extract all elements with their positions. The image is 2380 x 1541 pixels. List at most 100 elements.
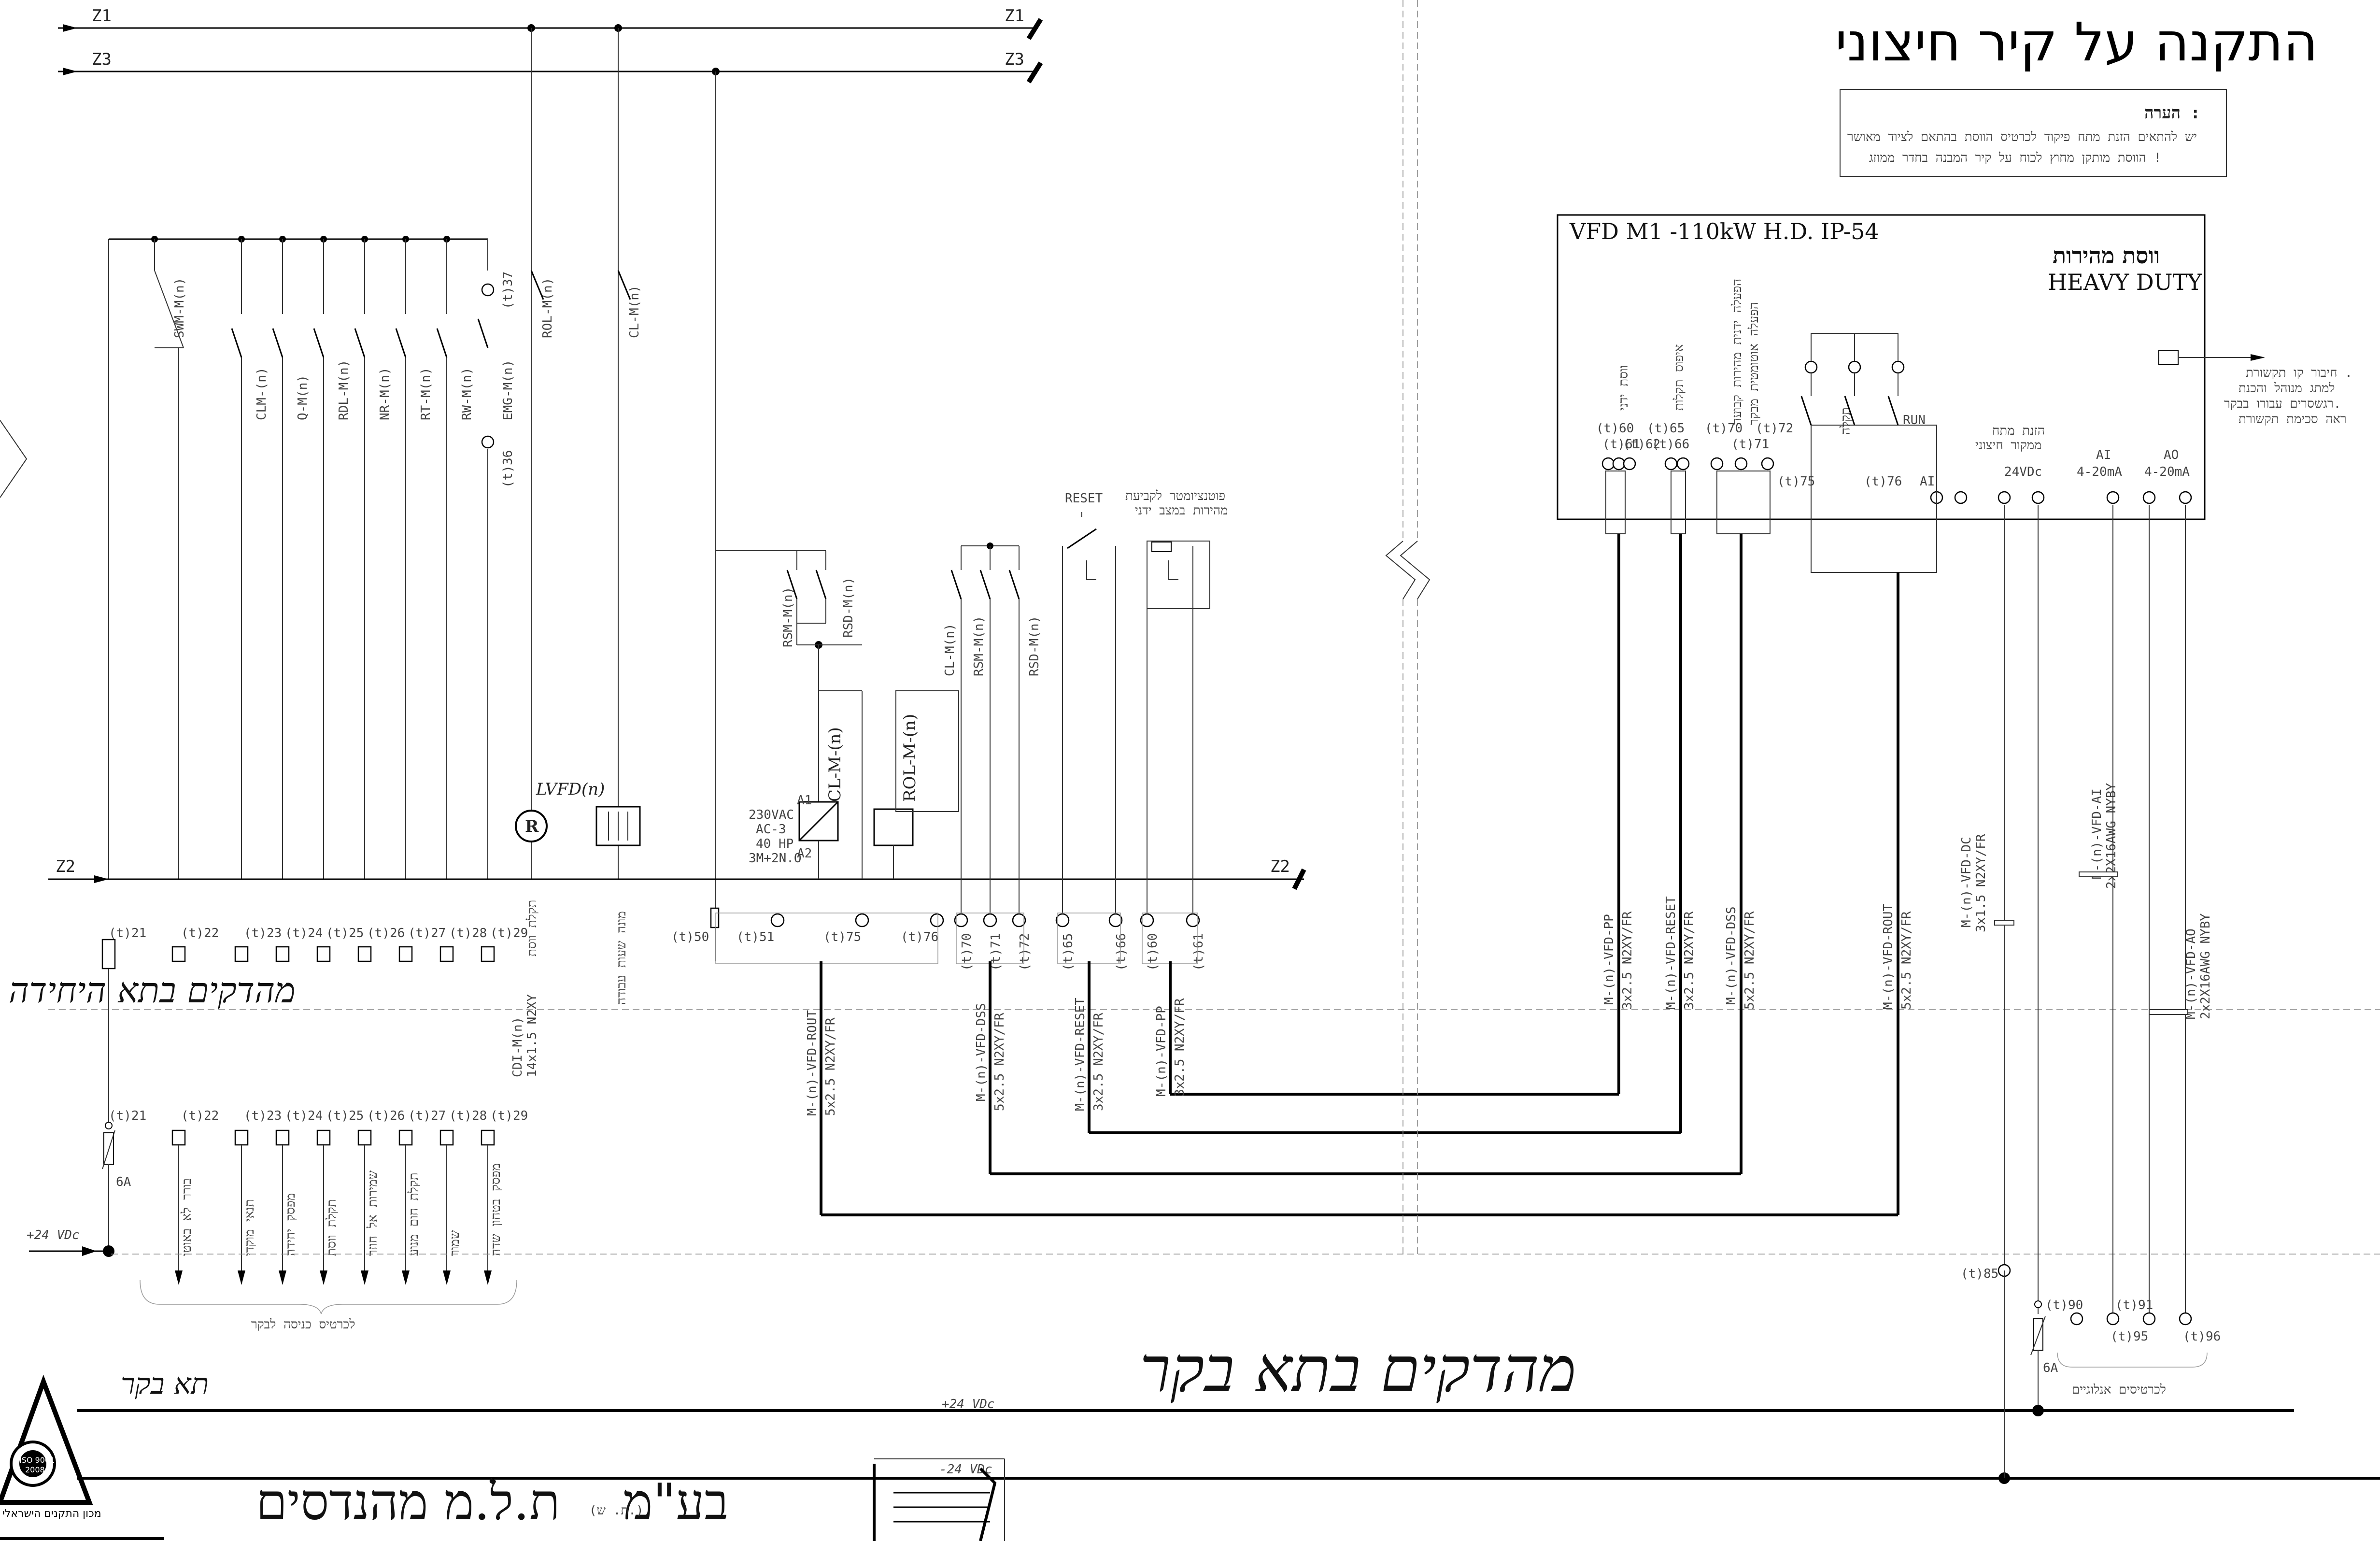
rcable-rout-spec: 5x2.5 N2XY/FR (1899, 911, 1914, 1010)
coil-a2: A2 (797, 846, 812, 861)
unit-term-70: (t)70 (960, 933, 974, 971)
rcable-ao-spec: 2x2X16AWG NYBY (2198, 913, 2213, 1019)
vfd-term-70: (t)70 (1705, 421, 1742, 436)
coil-clm-label: CL-M-(n) (825, 727, 845, 802)
bus-z3-label-left: Z3 (92, 50, 112, 69)
vfd-term-60: (t)60 (1596, 421, 1634, 436)
vfd-term-75: (t)75 (1777, 474, 1815, 489)
contact-rsd-label: RSD-M(n) (841, 577, 856, 638)
coil-rolm-label: ROL-M-(n) (900, 714, 920, 802)
vfd-term-61: (t)61 (1602, 437, 1640, 452)
unit-term-65: (t)65 (1061, 933, 1076, 971)
company-small: (ת. ש.) (589, 1503, 644, 1518)
contact-nr-label: NR-M(n) (378, 367, 392, 420)
rcable-ai-spec: 2x2X16AWG NYBY (2104, 783, 2119, 889)
vfd-term-66: (t)66 (1652, 437, 1689, 452)
input-label-6: תקלת חום מנוע (407, 1172, 421, 1256)
pot-label-1: פוטנציומטר לקביעת (1125, 489, 1225, 503)
vfd-term-65: (t)65 (1647, 421, 1685, 436)
reset-pushbutton: RESET (1062, 491, 1116, 913)
bus-z1-label-right: Z1 (1005, 6, 1024, 26)
cable-labels-right: M-(n)-VFD-PP 3x2.5 N2XY/FR M-(n)-VFD-RES… (1602, 783, 2213, 1019)
vfd-ao-range: 4-20mA (2144, 465, 2190, 479)
vfd-small-ai: AI (1920, 474, 1935, 489)
input-label-7: שמור (448, 1230, 462, 1256)
bus-z3: Z3 Z3 (58, 50, 1043, 84)
plus24-label: +24 VDc (27, 1228, 80, 1242)
coil-lvfd-caption: תקלת ווסת (525, 900, 539, 956)
unit-term-50: (t)50 (671, 930, 709, 944)
cable-rout-code: M-(n)-VFD-ROUT (805, 1010, 820, 1116)
cabinet-label: תא בקר (121, 1367, 209, 1401)
unit-section-label: מהדקים בתא היחידה (9, 970, 296, 1011)
cable-cdi-code: CDI-M(n) (510, 1017, 525, 1077)
coil-spec: 230VAC AC-3 40 HP 3M+2N.O (749, 808, 802, 866)
ctrl-term-22: (t)22 (181, 1109, 219, 1123)
vfd-ao-label: AO (2164, 448, 2179, 462)
unit-term-76: (t)76 (901, 930, 938, 944)
coil-rol-m: ROL-M-(n) (873, 690, 959, 846)
controller-input-arrows (175, 1145, 492, 1285)
cable-pp-spec: 3x2.5 N2XY/FR (1173, 998, 1187, 1097)
ctrl-term-21: (t)21 (109, 1109, 146, 1123)
bus-z3-label-right: Z3 (1005, 50, 1024, 69)
input-label-3: מפסק יחידה (283, 1193, 298, 1256)
contact-emg-label: EMG-M(n) (501, 360, 515, 420)
page-title: התקנה על קיר חיצוני (1835, 11, 2318, 73)
rcable-dc-spec: 3x1.5 N2XY/FR (1974, 834, 1988, 932)
analog-term-90: (t)90 (2045, 1298, 2083, 1313)
note-line-1: יש להתאים הזנת מתח פיקוד לכרטיס הווסת בה… (1847, 130, 2197, 144)
cable-reset-code: M-(n)-VFD-RESET (1073, 998, 1088, 1111)
pot-label-2: מהירות במצב ידני (1135, 503, 1228, 518)
controller-input-labels: בורר לא באוטו תנאי מוקדי מפסק יחידה תקלת… (180, 1163, 503, 1256)
contact-swm-label: SWM-M(n) (172, 278, 187, 338)
comm-note-3: רגשסרים עבורו בבקר. (2224, 397, 2341, 411)
bus-z2: Z2 Z2 (48, 857, 1306, 890)
unit-term-66: (t)66 (1114, 933, 1129, 971)
vfd-name: ווסת מהירות (2053, 243, 2160, 269)
ctrl-term-29: (t)29 (490, 1109, 528, 1123)
cable-dss-spec: 5x2.5 N2XY/FR (992, 1013, 1007, 1111)
bus-z1-label-left: Z1 (92, 6, 112, 26)
unit-term-72: (t)72 (1018, 933, 1032, 971)
input-label-8: מפסק בטחון שדה (489, 1163, 503, 1256)
ctrl-term-28: (t)28 (449, 1109, 487, 1123)
rcable-reset-spec: 3x2.5 N2XY/FR (1682, 911, 1697, 1010)
company-suffix: בע"מ (623, 1472, 728, 1531)
comm-note-2: למתג מנוהל והכנת (2238, 381, 2335, 396)
ctrl-term-25: (t)25 (326, 1109, 364, 1123)
cable-reset-spec: 3x2.5 N2XY/FR (1091, 1013, 1106, 1111)
vfd-terminals (1601, 333, 2192, 573)
rcable-pp-code: M-(n)-VFD-PP (1602, 914, 1616, 1005)
contact-column: SWM-M(n) CLM-(n) Q-M(n) RDL-M(n) NR-M(n)… (151, 236, 515, 488)
vfd-supply-2: ממקור חיצוני (1975, 438, 2042, 453)
cable-dss-code: M-(n)-VFD-DSS (974, 1003, 989, 1102)
coil-r-letter: R (525, 817, 539, 836)
vfd-box: VFD M1 -110kW H.D. IP-54 ווסת מהירות HEA… (1557, 214, 2265, 520)
contact-clm-label: CLM-(n) (255, 367, 269, 420)
ctrl-term-24: (t)24 (285, 1109, 323, 1123)
contact-rsm-label: RSM-M(n) (781, 587, 795, 647)
unit-terminals-2: (t)50 (t)51 (t)75 (t)76 (t)70 (t)71 (t)7… (671, 907, 1206, 971)
inputs-brace-label: לכרטיס כניסה לבקר (251, 1317, 355, 1332)
comm-port-icon (2158, 350, 2179, 365)
vfd-header: VFD M1 -110kW H.D. IP-54 (1569, 218, 1879, 244)
comm-note-1: חיבור קו תקשורת . (2246, 366, 2352, 380)
rcable-reset-code: M-(n)-VFD-RESET (1664, 896, 1678, 1010)
vfd-col-label-4: הפעלה אוטומטית מבקר (1747, 302, 1761, 425)
unit-term-21: (t)21 (109, 926, 146, 941)
analog-term-85: (t)85 (1961, 1267, 1998, 1281)
vfd-col-label-2: איפוס תקלות (1672, 344, 1686, 411)
unit-term-26: (t)26 (367, 926, 405, 941)
vfd-supply-v: 24VDc (2004, 465, 2042, 479)
coil-spec-4: 3M+2N.O (749, 851, 802, 866)
contact-rdl-label: RDL-M(n) (337, 360, 351, 420)
contact-rsm2-label: RSM-M(n) (972, 616, 986, 676)
unit-term-61: (t)61 (1191, 933, 1206, 971)
unit-term-60: (t)60 (1146, 933, 1160, 971)
hours-counter: מונה שעות עבודה (595, 806, 641, 1005)
rcable-dss-code: M-(n)-VFD-DSS (1724, 907, 1739, 1005)
coil-lvfd-label: LVFD(n) (536, 780, 605, 799)
rcable-rout-code: M-(n)-VFD-ROUT (1881, 904, 1896, 1010)
